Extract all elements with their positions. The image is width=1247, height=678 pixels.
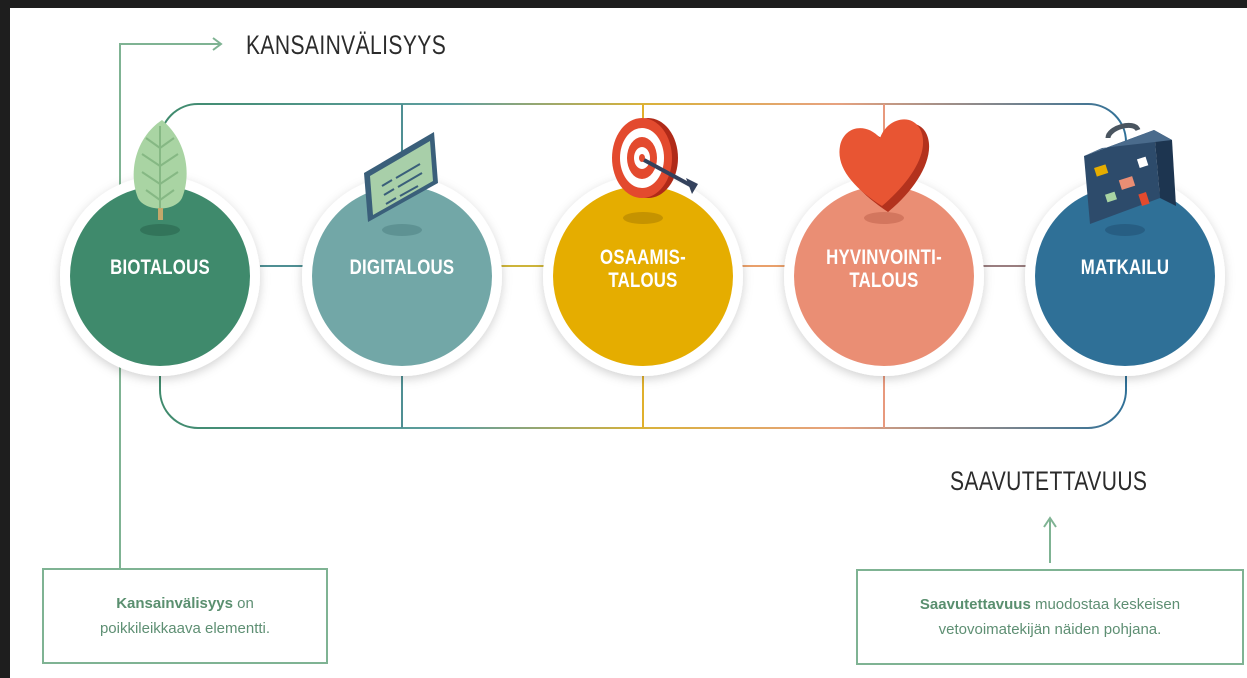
leaf-icon (133, 120, 187, 220)
circle-label-line: OSAAMIS- (600, 246, 686, 269)
circle-hyvinvointitalous (784, 176, 984, 376)
circle-osaamistalous (543, 176, 743, 376)
heading-accessibility: SAAVUTETTAVUUS (950, 466, 1148, 496)
circle-label-line: TALOUS (849, 269, 919, 292)
circle-label-line: BIOTALOUS (110, 256, 210, 279)
diagram-frame: KANSAINVÄLISYYS SAAVUTETTAVUUS BIOTALOUS… (10, 8, 1247, 678)
circle-label-digitalous: DIGITALOUS (338, 256, 466, 279)
suitcase-icon (1084, 123, 1176, 224)
diagram-canvas (60, 37, 1225, 568)
heart-icon (839, 119, 930, 212)
note-text: on (232, 595, 254, 612)
note-accessibility: Saavutettavuus muodostaa keskeisen vetov… (856, 569, 1244, 665)
target-icon (612, 118, 698, 198)
circle-biotalous (60, 176, 260, 376)
internationality-arrow (119, 37, 223, 568)
note-text: poikkileikkaava elementti. (99, 620, 271, 637)
note-text: muodostaa keskeisen (1030, 596, 1181, 613)
note-internationality: Kansainvälisyys on poikkileikkaava eleme… (42, 568, 328, 664)
note-text: vetovoimatekijän näiden pohjana. (938, 621, 1162, 638)
tablet-icon (364, 132, 438, 222)
accessibility-arrow (1043, 516, 1057, 563)
circle-label-line: MATKAILU (1080, 256, 1170, 279)
circle-label-matkailu: MATKAILU (1061, 256, 1189, 279)
circle-label-line: TALOUS (608, 269, 678, 292)
circle-label-line: HYVINVOINTI- (826, 246, 942, 269)
circle-digitalous (302, 176, 502, 376)
circle-label-biotalous: BIOTALOUS (96, 256, 224, 279)
note-bold: Saavutettavuus (919, 596, 1031, 613)
heading-internationality: KANSAINVÄLISYYS (246, 30, 447, 60)
circle-label-line: DIGITALOUS (349, 256, 455, 279)
circle-matkailu (1025, 176, 1225, 376)
circle-label-osaamistalous: OSAAMIS- TALOUS (579, 246, 707, 292)
circle-label-hyvinvointitalous: HYVINVOINTI- TALOUS (820, 246, 948, 292)
note-bold: Kansainvälisyys (116, 595, 233, 612)
